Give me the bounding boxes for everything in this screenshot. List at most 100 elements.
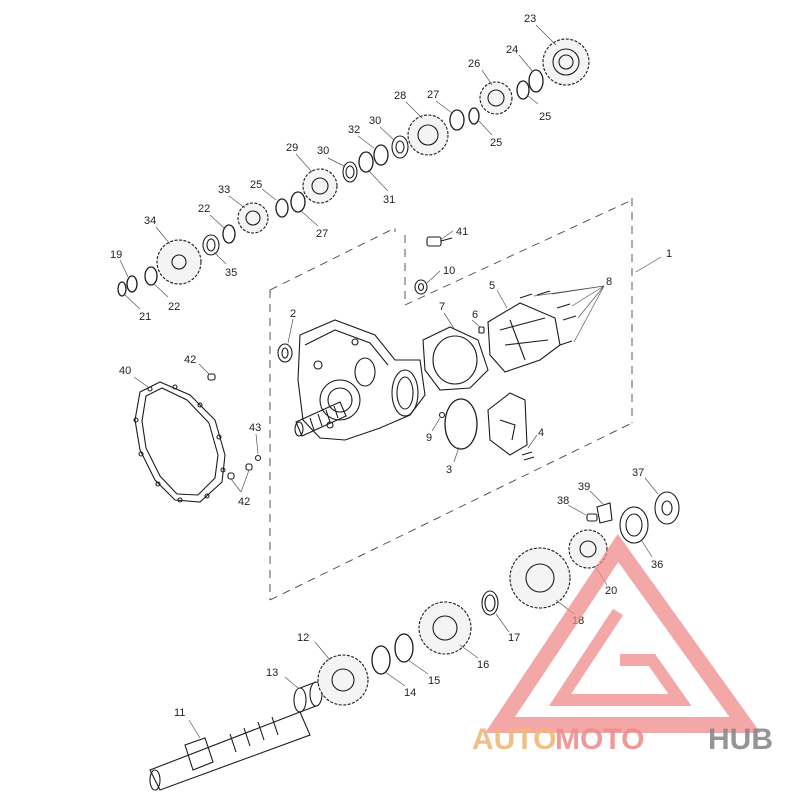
callout-31: 31 <box>383 194 395 206</box>
ring-22-lower <box>144 266 158 286</box>
callout-34: 34 <box>144 215 156 227</box>
callout-25-b: 25 <box>490 137 502 149</box>
gasket-7 <box>422 326 489 391</box>
callout-3: 3 <box>446 464 452 476</box>
bolts-8 <box>519 290 577 346</box>
callout-11: 11 <box>174 707 185 719</box>
gear-34 <box>156 239 202 285</box>
dowel-42-upper <box>207 373 216 381</box>
gear-16 <box>418 601 472 655</box>
callout-4: 4 <box>538 427 544 439</box>
callout-16: 16 <box>477 659 489 671</box>
callout-13: 13 <box>266 667 278 679</box>
pin-43 <box>254 454 262 462</box>
callout-25-c: 25 <box>250 179 262 191</box>
ring-19 <box>126 275 138 293</box>
callout-42-b: 42 <box>238 496 250 508</box>
watermark-moto: MOTO <box>555 723 644 756</box>
ring-24 <box>528 69 544 93</box>
seal-2 <box>277 343 293 363</box>
ring-22-upper <box>222 224 236 244</box>
callout-43: 43 <box>249 422 261 434</box>
callout-9: 9 <box>426 432 432 444</box>
bushing-17 <box>481 590 499 616</box>
gear-29 <box>302 168 338 204</box>
callout-25-a: 25 <box>539 111 551 123</box>
callout-35: 35 <box>225 267 237 279</box>
ring-21 <box>117 281 127 297</box>
callout-38: 38 <box>557 495 569 507</box>
ring-25-upper <box>516 80 530 100</box>
callout-42-a: 42 <box>184 354 196 366</box>
callout-8: 8 <box>606 276 612 288</box>
callout-12: 12 <box>297 632 309 644</box>
ring-27-upper <box>449 109 465 131</box>
callout-5: 5 <box>489 280 495 292</box>
bearing-35 <box>202 234 220 256</box>
callout-37: 37 <box>632 467 644 479</box>
watermark-logo <box>485 533 761 733</box>
bearing-30-upper <box>391 135 409 159</box>
o-ring-3 <box>444 398 478 450</box>
assembly-boundary <box>269 198 633 601</box>
callout-23: 23 <box>524 13 536 25</box>
callout-29: 29 <box>286 142 298 154</box>
callout-36: 36 <box>651 559 663 571</box>
callout-30-b: 30 <box>317 145 329 157</box>
ring-31 <box>358 151 374 173</box>
callout-40: 40 <box>119 365 131 377</box>
gear-33 <box>237 202 269 234</box>
bolt-41 <box>426 236 453 247</box>
callout-39: 39 <box>578 481 590 493</box>
callout-20: 20 <box>605 585 617 597</box>
callout-24: 24 <box>506 44 518 56</box>
watermark-auto: AUTO <box>472 723 556 756</box>
ball-9 <box>438 411 446 419</box>
callout-numbers: 1 2 3 4 5 6 7 8 9 10 11 12 13 14 15 16 1… <box>110 13 672 719</box>
callout-22-a: 22 <box>198 203 210 215</box>
callout-33: 33 <box>218 184 230 196</box>
cover-5 <box>487 302 561 373</box>
bearing-36 <box>619 506 649 544</box>
watermark-triangle-inner <box>548 608 692 706</box>
ring-32 <box>373 144 389 166</box>
gear-28 <box>407 114 449 156</box>
ring-15 <box>394 633 414 663</box>
callout-15: 15 <box>428 675 440 687</box>
dowel-6 <box>478 326 485 334</box>
callout-26: 26 <box>468 58 480 70</box>
callout-32: 32 <box>348 124 360 136</box>
watermark-text: AUTO MOTO HUB <box>472 723 773 756</box>
gear-23 <box>542 38 590 86</box>
ring-14 <box>371 645 391 675</box>
tab-39 <box>596 502 613 524</box>
leader-lines <box>119 24 662 739</box>
ring-25-lower <box>275 198 289 218</box>
bushing-13 <box>293 681 323 713</box>
callout-41: 41 <box>456 226 468 238</box>
gasket-40 <box>133 381 226 503</box>
ring-27-lower <box>290 191 306 213</box>
watermark-triangle-outer <box>485 533 761 733</box>
callout-1: 1 <box>666 248 672 260</box>
gear-26 <box>479 81 513 115</box>
nut-10 <box>414 279 428 295</box>
output-shaft-stub <box>294 401 347 437</box>
callout-27-b: 27 <box>316 228 328 240</box>
pump-plate <box>487 392 528 456</box>
mainshaft-11 <box>149 711 311 791</box>
gear-20 <box>568 529 608 569</box>
bolt-38 <box>586 513 598 522</box>
gearbox-housing <box>297 319 426 441</box>
callout-6: 6 <box>472 309 478 321</box>
callout-28: 28 <box>394 90 406 102</box>
callout-17: 17 <box>508 632 520 644</box>
callout-2: 2 <box>290 308 296 320</box>
callout-10: 10 <box>443 265 455 277</box>
seal-37 <box>654 491 680 525</box>
callout-27-a: 27 <box>427 89 439 101</box>
callout-7: 7 <box>439 301 445 313</box>
gear-12 <box>317 654 369 706</box>
callout-30-a: 30 <box>369 115 381 127</box>
